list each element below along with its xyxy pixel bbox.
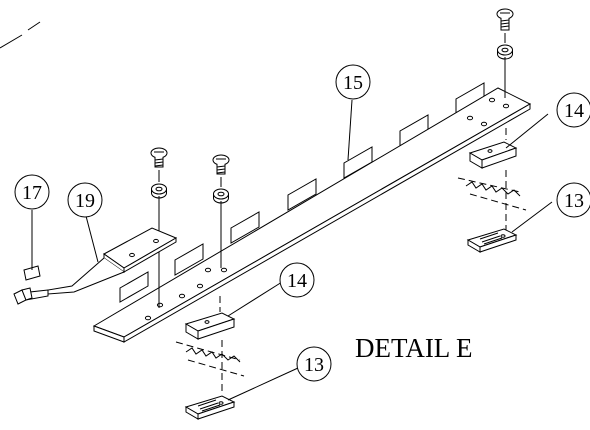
callout-label: 13 bbox=[304, 354, 324, 376]
callout-17: 17 bbox=[15, 175, 49, 209]
callout-19: 19 bbox=[68, 183, 102, 217]
screw-icon bbox=[151, 148, 167, 167]
callout-14: 14 bbox=[280, 263, 314, 297]
washer-icon bbox=[152, 184, 167, 198]
bracket-19 bbox=[26, 228, 176, 300]
block-13 bbox=[186, 396, 234, 419]
callout-13: 13 bbox=[557, 183, 590, 217]
washer-icon bbox=[498, 45, 513, 59]
screw-icon bbox=[497, 9, 513, 30]
break-lines-left bbox=[176, 296, 244, 395]
screw-icon bbox=[213, 155, 229, 174]
washer-icon bbox=[214, 189, 229, 203]
callout-label: 17 bbox=[22, 182, 42, 204]
callout-label: 13 bbox=[564, 190, 584, 212]
block-14 bbox=[186, 313, 234, 339]
callout-label: 14 bbox=[287, 270, 307, 292]
callout-14: 14 bbox=[557, 93, 590, 127]
callout-label: 14 bbox=[564, 100, 584, 122]
detail-title: DETAIL E bbox=[355, 333, 473, 363]
leader-lines bbox=[32, 100, 552, 400]
callout-13: 13 bbox=[297, 347, 331, 381]
block-13 bbox=[468, 229, 516, 252]
callout-label: 19 bbox=[75, 190, 95, 212]
callout-15: 15 bbox=[336, 65, 370, 99]
corner-leader bbox=[0, 22, 40, 48]
callout-label: 15 bbox=[343, 72, 363, 94]
